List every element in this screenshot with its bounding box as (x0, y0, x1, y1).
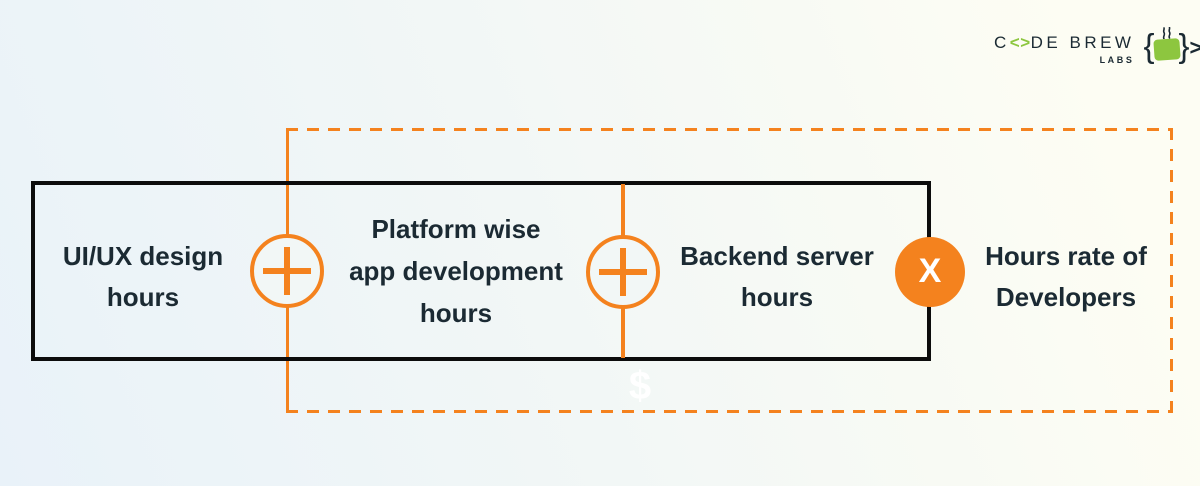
term-platform-app-development-hours: Platform wise app development hours (336, 208, 576, 334)
plus-icon (599, 248, 647, 296)
brace-right-glyph: } (1178, 27, 1190, 64)
dashed-edge-bottom (286, 410, 1173, 413)
plus-bar-vertical (620, 248, 626, 296)
plus-operator-2 (586, 235, 660, 309)
term-line: Platform wise (371, 214, 541, 244)
logo-wordmark-rest: DE BREW (1030, 33, 1135, 52)
plus-operator-1 (250, 234, 324, 308)
term-backend-server-hours: Backend server hours (657, 236, 897, 318)
term-line: Backend server (680, 241, 874, 271)
dollar-icon: $ (628, 364, 652, 408)
dashed-edge-right (1170, 128, 1173, 413)
code-brew-labs-logo: C<>DE BREW LABS { } > (994, 27, 1200, 65)
term-uiux-design-hours: UI/UX design hours (23, 236, 263, 318)
term-line: Hours rate of (985, 241, 1147, 271)
logo-letter-c: C (994, 33, 1010, 52)
term-hours-rate-of-developers: Hours rate of Developers (946, 236, 1186, 318)
logo-angle-brackets-icon: <> (1009, 33, 1031, 52)
term-line: hours (106, 282, 180, 312)
cup-wrap (1152, 27, 1181, 61)
logo-labs-label: LABS (1099, 55, 1135, 65)
logo-wordmark: C<>DE BREW (994, 33, 1134, 53)
plus-bar-vertical (284, 247, 290, 295)
angle-right-glyph: > (1189, 34, 1200, 60)
term-line: hours (740, 282, 814, 312)
term-line: UI/UX design (62, 241, 224, 271)
cup-icon (1152, 38, 1181, 61)
term-line: app development (349, 256, 563, 286)
multiply-operator: X (895, 237, 965, 307)
cup-in-braces-icon: { } > (1143, 27, 1200, 64)
term-line: Developers (995, 282, 1137, 312)
dashed-edge-top (286, 128, 1173, 131)
plus-icon (263, 247, 311, 295)
multiply-x-icon: X (918, 252, 942, 290)
steam-icon (1162, 27, 1171, 39)
logo-text: C<>DE BREW LABS (994, 33, 1134, 65)
term-line: hours (419, 298, 493, 328)
brace-left-glyph: { (1143, 27, 1155, 64)
